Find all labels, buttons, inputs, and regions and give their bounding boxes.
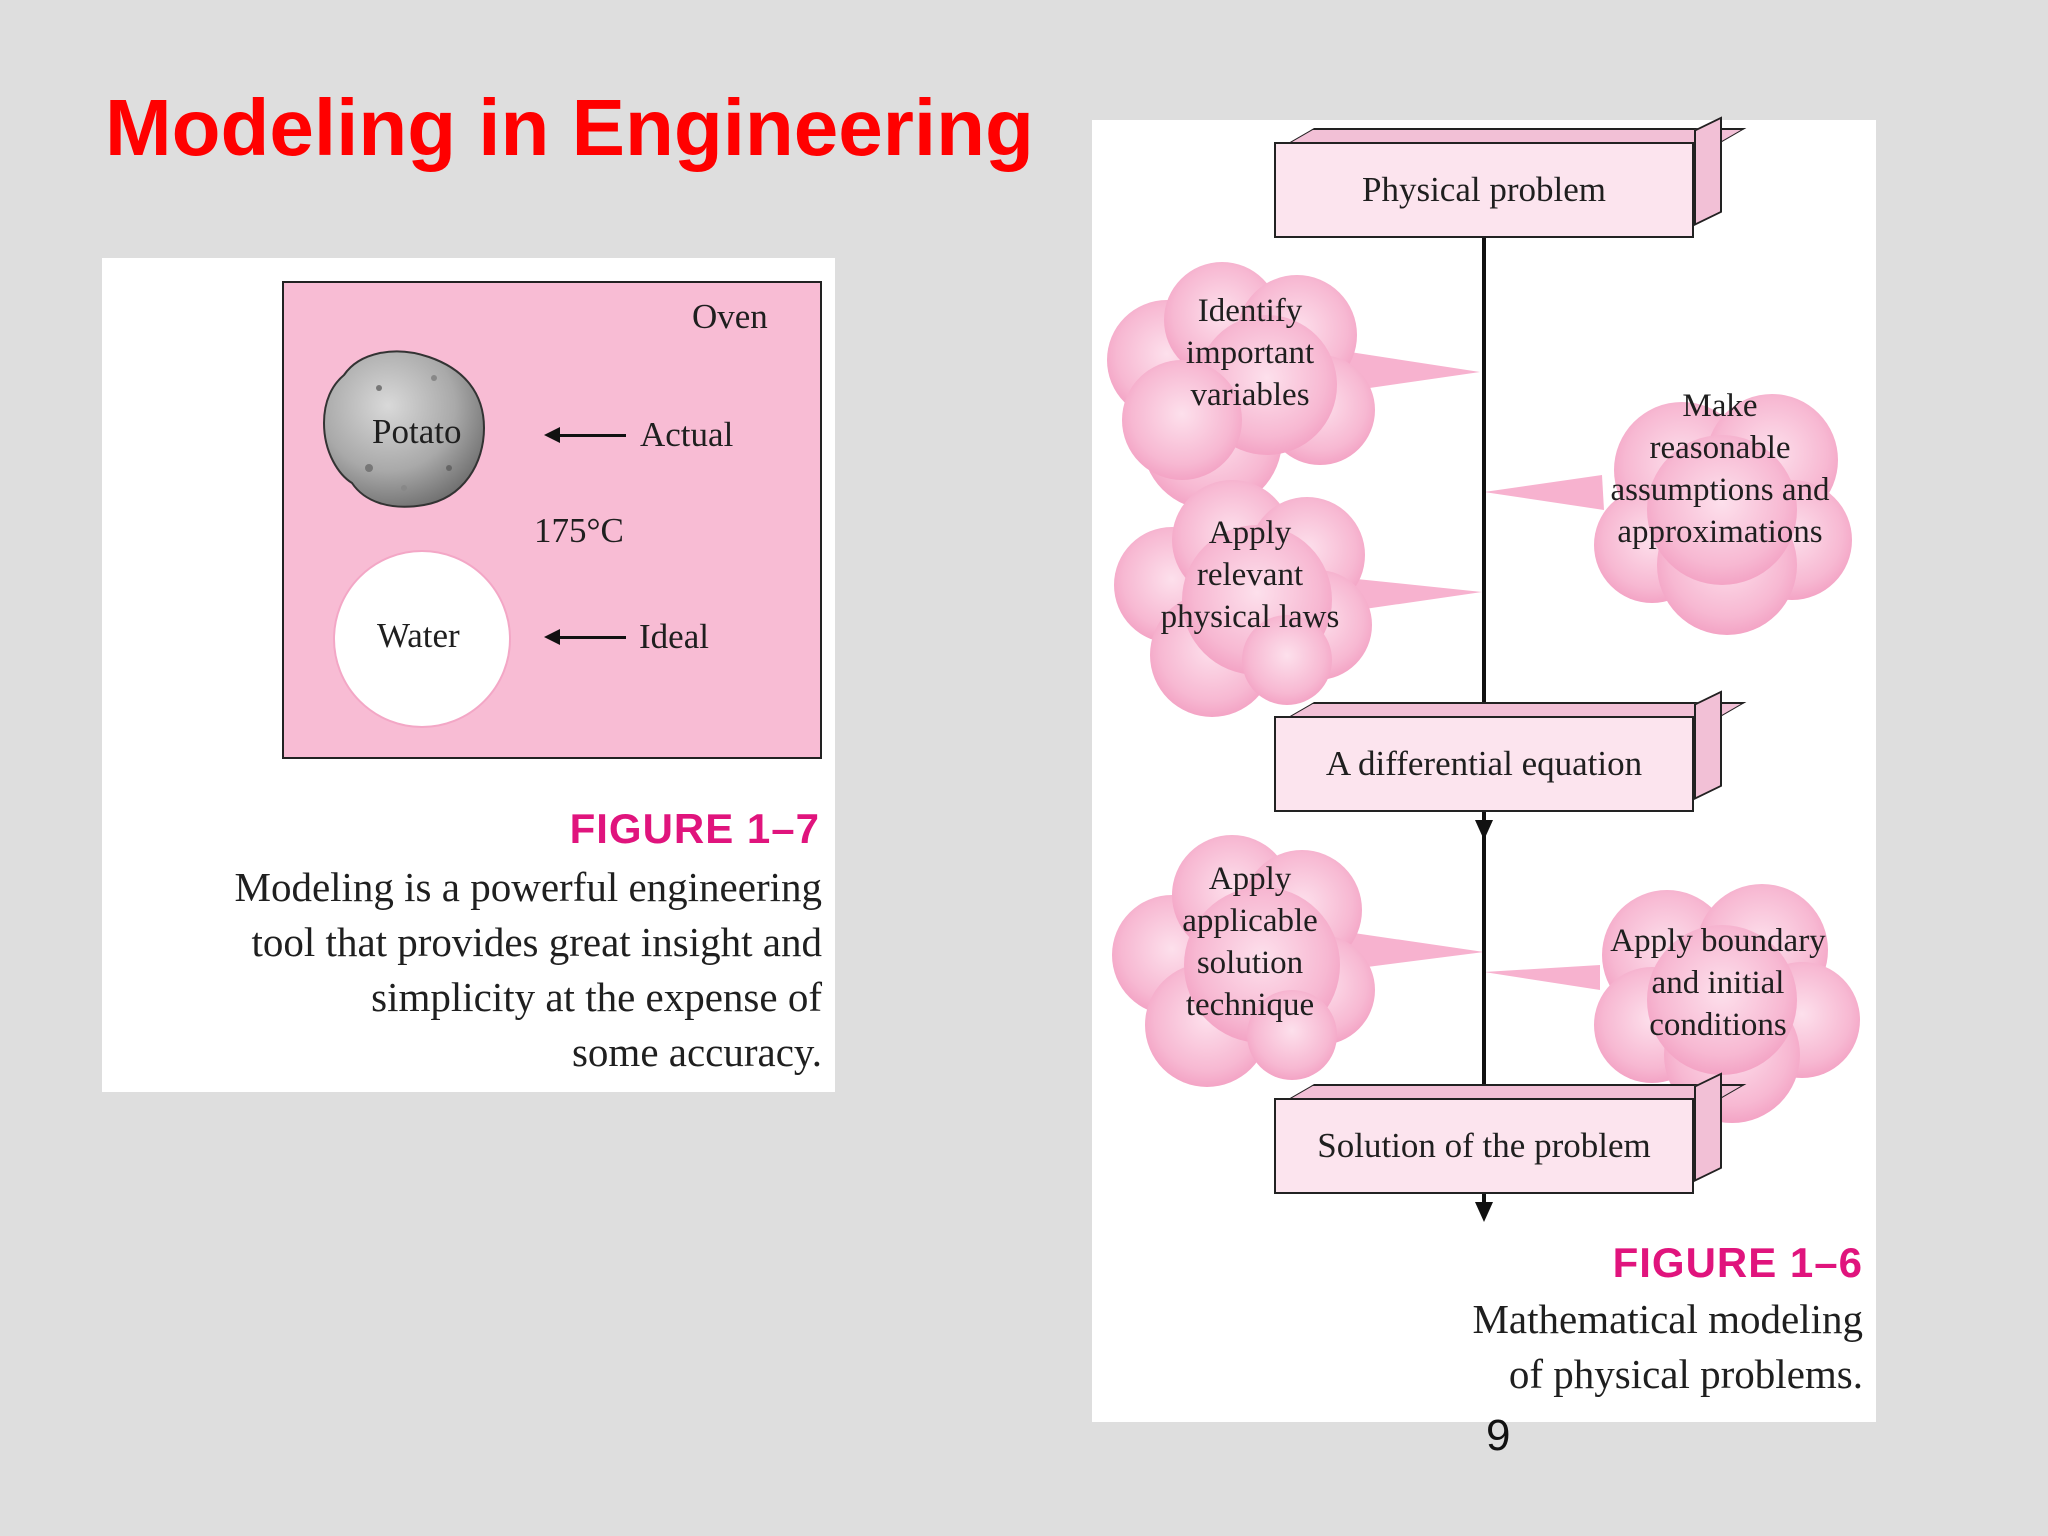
cloud-solution-text: Apply applicable solution technique bbox=[1130, 858, 1370, 1026]
cloud-line: and initial bbox=[1651, 965, 1785, 1001]
cloud-line: conditions bbox=[1649, 1007, 1787, 1043]
caption-line: tool that provides great insight and bbox=[251, 919, 822, 965]
box-solution-of-problem: Solution of the problem bbox=[1274, 1072, 1747, 1194]
figure-1-6-number: FIGURE 1–6 bbox=[1612, 1239, 1863, 1286]
temperature-label: 175°C bbox=[534, 511, 624, 550]
box-physical-problem: Physical problem bbox=[1274, 116, 1747, 238]
actual-label: Actual bbox=[640, 415, 734, 454]
actual-arrow bbox=[544, 427, 626, 443]
water-circle bbox=[333, 550, 511, 728]
page-number: 9 bbox=[1486, 1411, 1511, 1460]
cloud-line: solution bbox=[1196, 945, 1304, 981]
cloud-line: important bbox=[1185, 335, 1315, 371]
cloud-laws-shape bbox=[1114, 480, 1482, 717]
cloud-line: physical laws bbox=[1160, 599, 1340, 635]
figure-1-7-caption: Modeling is a powerful engineering tool … bbox=[102, 860, 822, 1080]
caption-line: Mathematical modeling bbox=[1472, 1296, 1863, 1342]
figure-1-6-panel: Physical problem A differential equation… bbox=[1092, 116, 1876, 1422]
cloud-boundary-text: Apply boundary and initial conditions bbox=[1582, 920, 1854, 1046]
cloud-assumptions-text: Make reasonable assumptions and approxim… bbox=[1584, 385, 1856, 553]
box-label: Solution of the problem bbox=[1317, 1126, 1651, 1165]
cloud-line: Apply boundary bbox=[1610, 923, 1826, 959]
cloud-line: Identify bbox=[1197, 293, 1303, 329]
cloud-line: variables bbox=[1190, 377, 1310, 413]
cloud-line: Apply bbox=[1208, 515, 1292, 551]
box-label: Physical problem bbox=[1362, 170, 1606, 209]
cloud-line: Apply bbox=[1208, 861, 1292, 897]
box-side-face bbox=[1694, 1072, 1722, 1182]
cloud-identify-shape bbox=[1107, 262, 1480, 510]
cloud-identify-text: Identify important variables bbox=[1130, 290, 1370, 416]
box-top-face bbox=[1290, 1084, 1747, 1098]
cloud-line: reasonable bbox=[1649, 430, 1791, 466]
box-differential-equation: A differential equation bbox=[1274, 690, 1747, 812]
cloud-line: approximations bbox=[1617, 514, 1823, 550]
oven-label: Oven bbox=[692, 297, 768, 336]
ideal-label: Ideal bbox=[639, 617, 709, 656]
slide-title: Modeling in Engineering bbox=[105, 83, 1034, 172]
box-top-face bbox=[1290, 702, 1747, 716]
flowchart-clouds bbox=[1107, 262, 1860, 1123]
box-top-face bbox=[1290, 128, 1747, 142]
box-side-face bbox=[1694, 690, 1722, 800]
caption-line: some accuracy. bbox=[571, 1029, 822, 1075]
figure-1-7-panel: Oven Potato Actual 175°C Water Ideal FIG… bbox=[102, 258, 835, 1092]
box-side-face bbox=[1694, 116, 1722, 226]
caption-line: simplicity at the expense of bbox=[371, 974, 822, 1020]
cloud-assumptions-shape bbox=[1484, 394, 1852, 635]
ideal-arrow bbox=[544, 629, 626, 645]
potato-shape bbox=[322, 350, 486, 508]
cloud-solution-shape bbox=[1112, 835, 1484, 1087]
caption-line: of physical problems. bbox=[1508, 1351, 1863, 1397]
flow-arrowhead-2 bbox=[1475, 1202, 1493, 1222]
cloud-line: technique bbox=[1185, 987, 1315, 1023]
flow-connector-1 bbox=[1482, 238, 1486, 820]
cloud-line: applicable bbox=[1182, 903, 1318, 939]
cloud-laws-text: Apply relevant physical laws bbox=[1122, 512, 1378, 638]
cloud-line: assumptions and bbox=[1610, 472, 1830, 508]
potato-label: Potato bbox=[372, 412, 462, 451]
cloud-line: relevant bbox=[1196, 557, 1304, 593]
figure-1-7-number: FIGURE 1–7 bbox=[569, 805, 820, 852]
caption-line: Modeling is a powerful engineering bbox=[234, 864, 822, 910]
oven-box: Oven Potato Actual 175°C Water Ideal bbox=[282, 281, 822, 759]
oven-illustration bbox=[322, 350, 511, 728]
box-label: A differential equation bbox=[1325, 744, 1643, 783]
cloud-line: Make bbox=[1682, 388, 1758, 424]
figure-1-6-caption: Mathematical modeling of physical proble… bbox=[1163, 1292, 1863, 1402]
flow-connector-2 bbox=[1482, 812, 1486, 1204]
water-label: Water bbox=[377, 616, 460, 655]
